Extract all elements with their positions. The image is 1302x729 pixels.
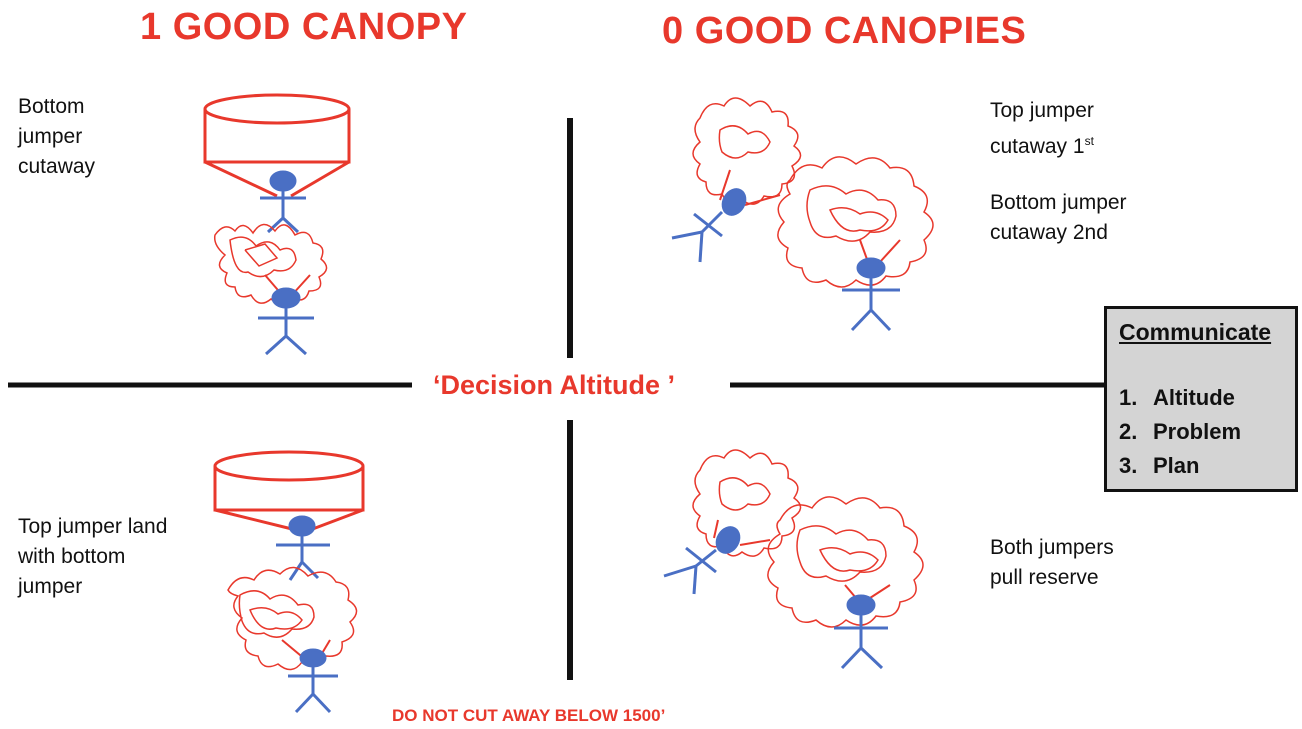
top-right-canopy-lines <box>719 169 901 263</box>
communicate-title: Communicate <box>1119 319 1272 345</box>
bottom-left-upper-jumper <box>276 515 330 581</box>
top-right-upper-jumper <box>671 188 747 263</box>
bottom-right-upper-jumper <box>663 526 741 595</box>
top-left-good-canopy <box>203 93 351 198</box>
top-right-tangled-canopy-lower <box>777 156 934 288</box>
label-bottom-jumper-cutaway: Bottom jumper cutaway <box>18 95 96 178</box>
top-left-lower-jumper <box>258 287 314 356</box>
top-right-tangled-canopy-upper <box>692 97 802 205</box>
bottom-right-tangled-canopy-upper <box>692 449 802 557</box>
label-bottom-jumper-cutaway-second: Bottom jumper cutaway 2nd <box>990 191 1127 244</box>
label-top-jumper-land-with-bottom: Top jumper land with bottom jumper <box>18 515 168 598</box>
communicate-list: 1.Altitude 2.Problem 3.Plan <box>1119 381 1241 483</box>
label-top-jumper-cutaway-first: Top jumper cutaway 1st <box>990 99 1094 158</box>
bottom-left-tangled-canopy <box>227 566 358 671</box>
decision-altitude-label: ‘Decision Altitude ’ <box>433 370 676 400</box>
label-both-jumpers-pull-reserve: Both jumpers pull reserve <box>990 536 1114 589</box>
communicate-item-problem: 2.Problem <box>1119 419 1242 444</box>
bottom-right-lower-jumper <box>834 594 888 670</box>
communicate-box: Communicate 1.Altitude 2.Problem 3.Plan <box>1104 306 1298 492</box>
heading-one-good-canopy: 1 GOOD CANOPY <box>140 6 468 48</box>
bottom-left-lower-jumper <box>288 648 338 714</box>
communicate-item-plan: 3.Plan <box>1119 453 1200 478</box>
heading-zero-good-canopies: 0 GOOD CANOPIES <box>662 10 1027 52</box>
top-left-tangled-canopy <box>213 223 328 305</box>
bottom-right-tangled-canopy-lower <box>767 496 924 628</box>
communicate-item-altitude: 1.Altitude <box>1119 385 1235 410</box>
top-left-upper-jumper <box>260 170 306 234</box>
cutaway-warning: DO NOT CUT AWAY BELOW 1500’ <box>392 706 666 725</box>
bottom-left-good-canopy <box>213 450 365 532</box>
top-right-lower-jumper <box>842 257 900 332</box>
bottom-right-canopy-lines <box>713 519 891 599</box>
